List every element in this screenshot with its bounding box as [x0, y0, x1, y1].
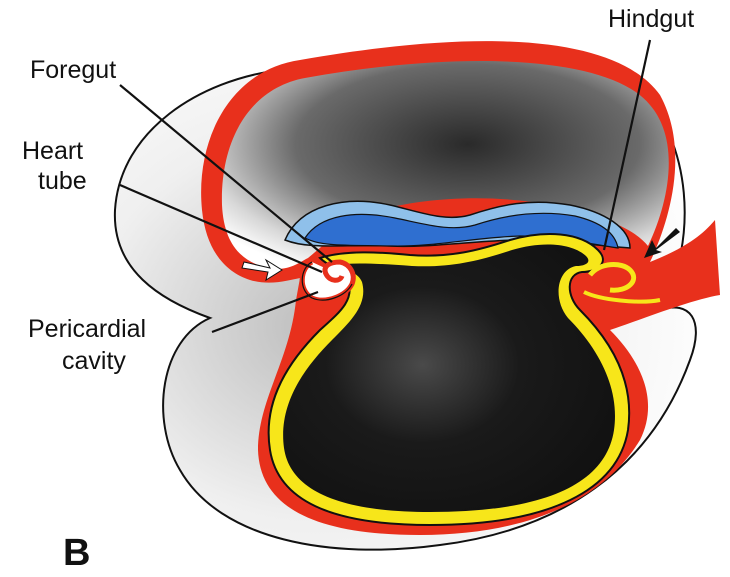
label-hindgut: Hindgut	[608, 4, 694, 34]
label-pericardial-line2: cavity	[62, 346, 126, 376]
label-heart-tube-line2: tube	[38, 166, 87, 196]
panel-letter: B	[63, 532, 90, 575]
label-pericardial-line1: Pericardial	[28, 314, 146, 344]
label-foregut: Foregut	[30, 55, 116, 85]
label-heart-tube-line1: Heart	[22, 136, 83, 166]
